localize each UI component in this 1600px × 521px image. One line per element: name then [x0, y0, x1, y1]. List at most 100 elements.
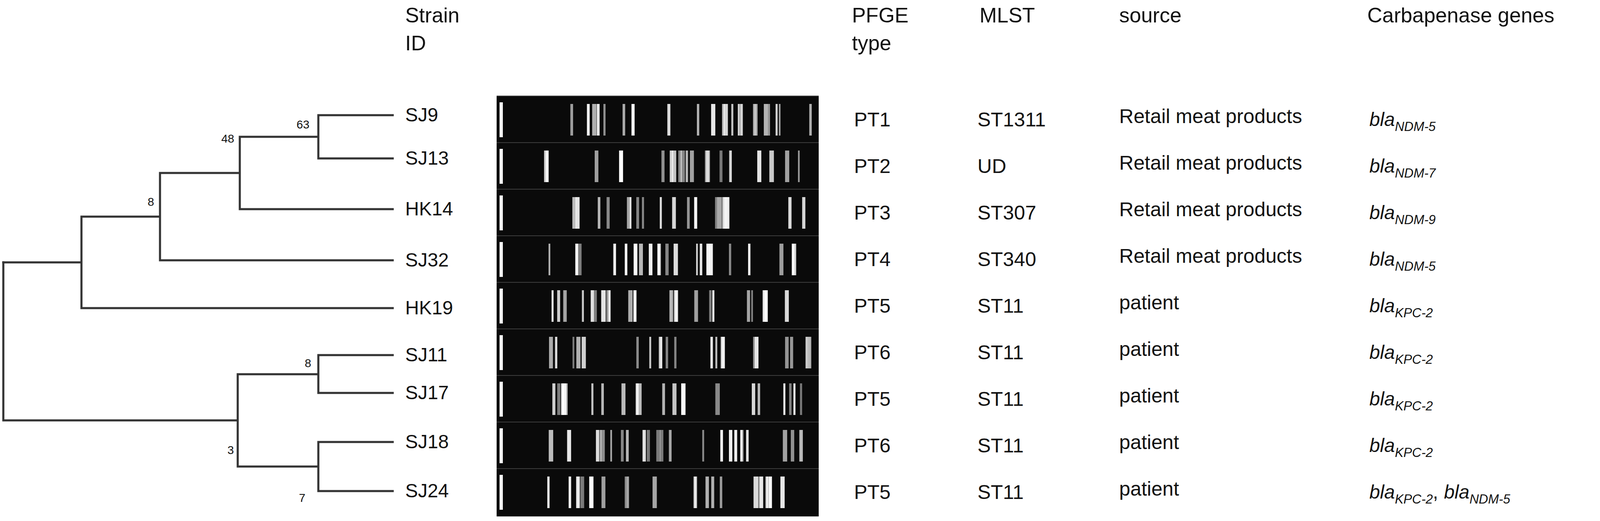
gel-band: [624, 476, 627, 508]
gel-band: [694, 476, 697, 508]
gene-cell: blaKPC-2: [1369, 387, 1433, 414]
gene-prefix: bla: [1369, 341, 1395, 363]
gel-band: [570, 103, 574, 136]
gel-band: [729, 150, 732, 183]
bootstrap-value: 8: [147, 194, 155, 210]
gel-band: [648, 243, 653, 276]
gel-band: [627, 196, 632, 229]
gel-band: [610, 429, 613, 462]
gene-subscript: NDM-5: [1394, 119, 1436, 135]
gel-band: [765, 476, 769, 508]
gel-band: [715, 383, 720, 415]
gel-band: [667, 103, 671, 136]
gel-band: [754, 103, 758, 136]
gel-band: [712, 290, 715, 322]
gel-band: [694, 290, 699, 322]
gel-band: [790, 429, 795, 462]
gel-band: [557, 383, 561, 415]
gel-band: [737, 103, 740, 136]
strain-id: SJ17: [405, 381, 449, 404]
gel-background: [496, 95, 819, 517]
gel-band: [808, 336, 812, 369]
gel-band: [673, 243, 678, 276]
gel-band: [785, 336, 789, 369]
gel-band: [567, 429, 572, 462]
gel-band: [658, 336, 663, 369]
gel-band: [660, 336, 663, 369]
gel-band: [785, 150, 790, 183]
bootstrap-value: 8: [304, 356, 312, 371]
gel-band: [728, 243, 732, 276]
gel-band: [710, 336, 713, 369]
bootstrap-value: 7: [298, 490, 306, 505]
gel-band: [557, 290, 561, 322]
gel-band: [548, 243, 551, 276]
gel-band: [680, 150, 686, 183]
gel-band: [748, 243, 751, 276]
gel-band: [606, 290, 611, 322]
gel-band: [628, 290, 633, 322]
gel-band: [620, 429, 624, 462]
lane-separator: [496, 374, 819, 376]
strain-id: SJ24: [405, 479, 449, 503]
source: patient: [1119, 476, 1180, 501]
gel-band: [706, 150, 711, 183]
gel-band: [600, 429, 606, 462]
gel-band: [779, 243, 784, 276]
gel-band: [593, 290, 597, 322]
gel-band: [685, 150, 689, 183]
gene-subscript: KPC-2: [1394, 492, 1433, 507]
gel-band: [606, 196, 610, 229]
gel-band: [642, 196, 645, 229]
gel-band: [778, 103, 781, 136]
gel-band: [608, 290, 611, 322]
tree-lower-branches: [3, 262, 393, 491]
mlst-type: ST11: [977, 340, 1024, 365]
gel-band: [601, 476, 606, 508]
gel-band: [764, 290, 768, 322]
mlst-type: ST11: [977, 433, 1024, 458]
gel-band: [783, 383, 786, 415]
gel-band: [563, 290, 567, 322]
gene-subscript: KPC-2: [1394, 445, 1433, 461]
gel-band: [621, 383, 626, 415]
gel-band: [740, 103, 744, 136]
gel-band: [674, 336, 677, 369]
source: patient: [1119, 383, 1180, 408]
gel-band: [669, 290, 674, 322]
gel-band: [693, 476, 698, 508]
gene-subscript: KPC-2: [1394, 305, 1433, 321]
mlst-type: UD: [977, 154, 1007, 179]
gel-band: [548, 429, 554, 462]
mlst-type: ST11: [977, 293, 1024, 318]
gel-band: [696, 103, 700, 136]
gel-band: [725, 196, 729, 229]
gel-band: [788, 196, 792, 229]
gel-band: [576, 336, 581, 369]
gel-band: [586, 103, 590, 136]
gel-band: [622, 103, 626, 136]
strain-id: SJ9: [405, 103, 439, 127]
mlst-type: ST1311: [977, 107, 1047, 132]
gel-band: [768, 476, 773, 508]
pfge-type: PT6: [854, 340, 891, 365]
gel-band: [665, 336, 669, 369]
gene-cell: blaKPC-2,blaNDM-5: [1369, 480, 1511, 508]
gel-band: [805, 336, 809, 369]
gel-band: [711, 476, 714, 508]
gel-band: [746, 290, 751, 322]
gel-band: [674, 290, 679, 322]
gel-band: [662, 383, 666, 415]
pfge-type: PT5: [854, 293, 891, 318]
gel-band: [636, 196, 640, 229]
gel-band: [768, 103, 771, 136]
gel-band: [646, 429, 650, 462]
gene-prefix: bla: [1369, 201, 1395, 224]
gene-subscript: NDM-9: [1394, 212, 1436, 228]
gel-band: [797, 150, 800, 183]
gene-prefix: bla: [1369, 155, 1395, 177]
gel-band: [592, 103, 597, 136]
gel-band: [754, 336, 759, 369]
gene-prefix: bla: [1369, 108, 1395, 131]
gel-band: [725, 196, 730, 229]
